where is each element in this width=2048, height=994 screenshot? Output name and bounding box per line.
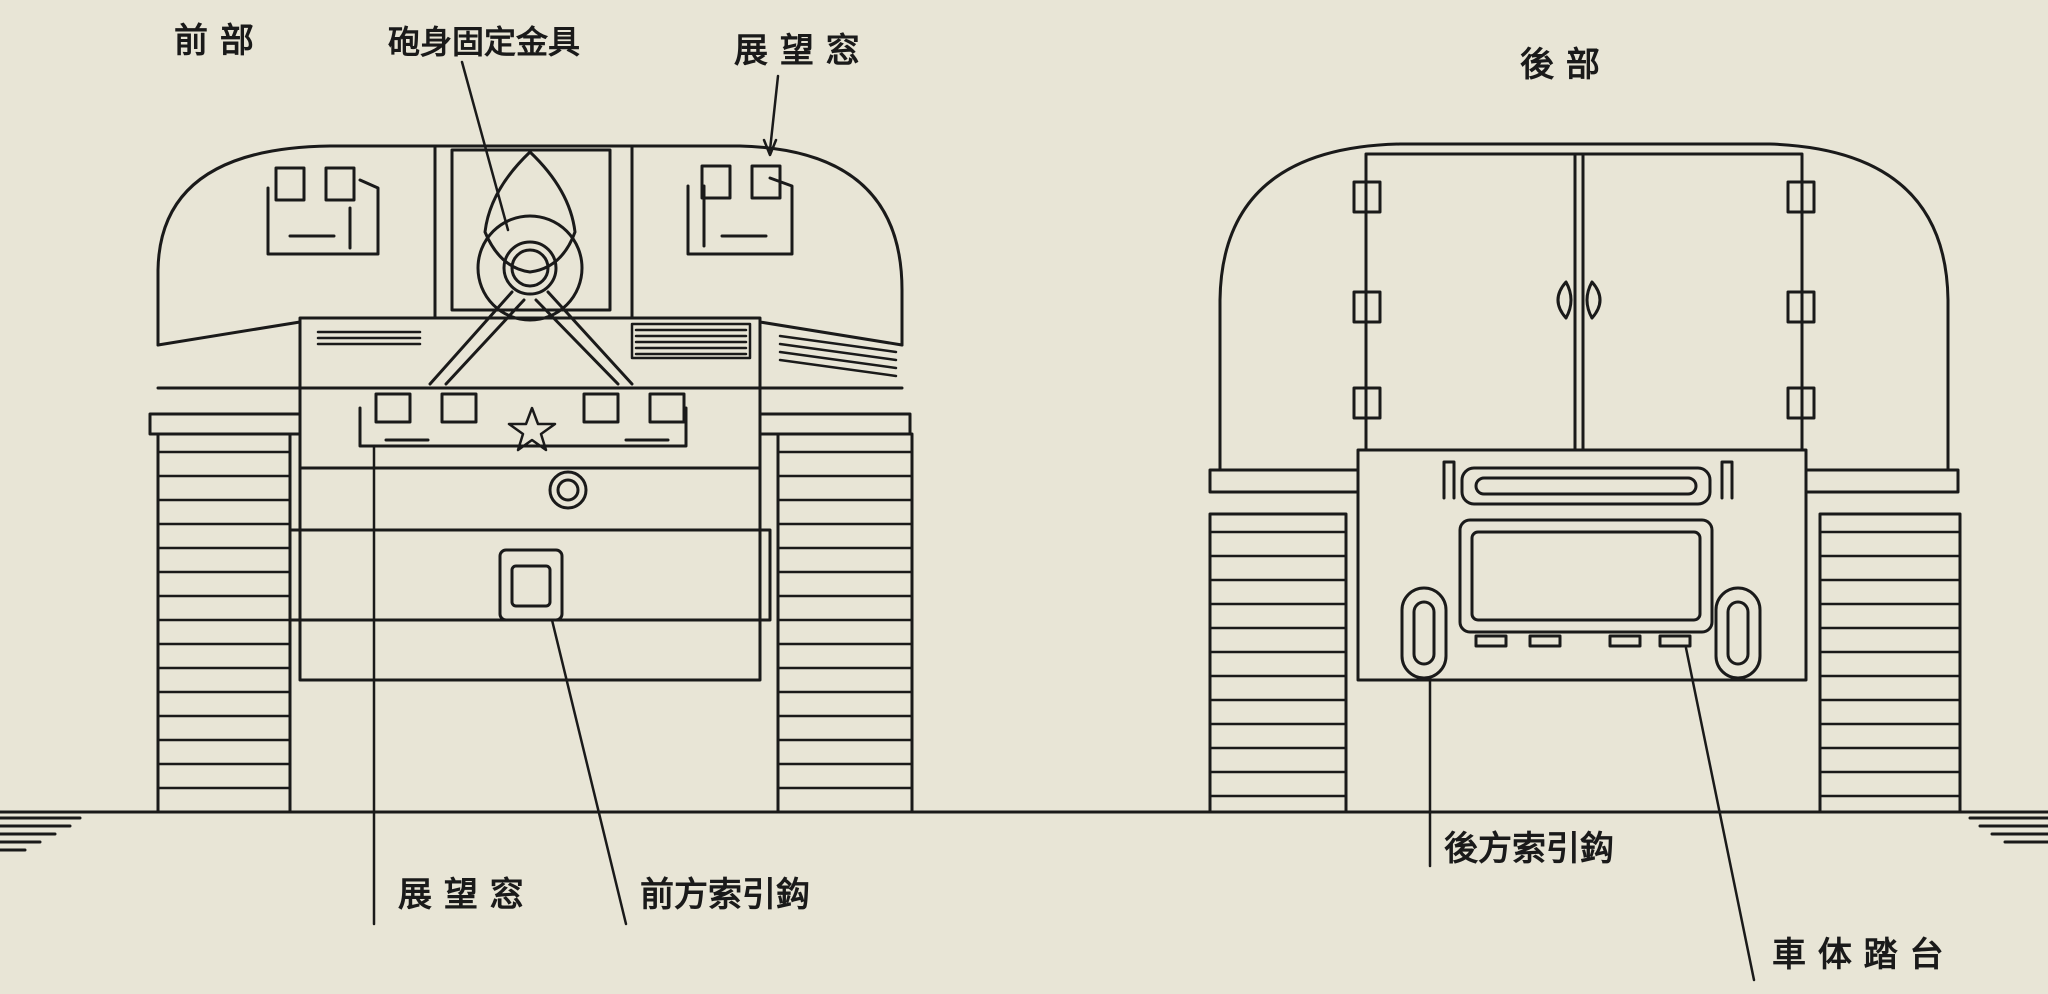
right-fender — [758, 412, 912, 436]
front-lower-hull — [298, 386, 762, 682]
rear-right-fender — [1804, 468, 1960, 494]
step-upper-bar — [1460, 466, 1712, 506]
side-louvers — [778, 334, 898, 378]
rear-tow-hook-right — [1714, 586, 1762, 680]
front-port-inner — [556, 478, 580, 502]
label-vision-window-bottom: 展 望 窓 — [398, 875, 524, 915]
star-emblem — [507, 406, 557, 452]
gun-muzzle-mid — [502, 240, 558, 296]
label-rear-tow-hook: 後方索引鈎 — [1444, 829, 1614, 869]
body-step — [1458, 518, 1714, 634]
front-right-track — [776, 432, 914, 814]
rear-tow-hook-left — [1400, 586, 1448, 680]
front-title: 前 部 — [174, 21, 254, 61]
front-headlights-left — [266, 166, 380, 256]
hinge-l3 — [1352, 386, 1382, 420]
rear-lower-hull — [1356, 448, 1808, 682]
ground-hatch-right — [1968, 816, 2048, 844]
front-view — [148, 60, 914, 926]
hinge-l2 — [1352, 290, 1382, 324]
rear-title: 後 部 — [1520, 45, 1600, 85]
rear-right-track — [1818, 512, 1962, 814]
body-step-frame — [1442, 460, 1734, 500]
rear-left-track-treads — [1208, 530, 1348, 798]
rear-view — [1208, 142, 1962, 982]
left-vent — [316, 330, 422, 346]
barrel-teardrop — [483, 150, 577, 274]
rear-left-fender — [1208, 468, 1360, 494]
front-hull-dome — [156, 144, 904, 347]
hinge-r3 — [1786, 386, 1816, 420]
front-left-track-treads — [156, 450, 292, 790]
label-vision-window-top: 展 望 窓 — [734, 31, 860, 71]
leader-vision-window-top — [768, 74, 780, 152]
ground-hatch-left — [0, 816, 82, 852]
leader-barrel-clamp — [460, 60, 510, 232]
label-barrel-clamp: 砲身固定金具 — [388, 23, 581, 61]
label-body-step: 車 体 踏 台 — [1772, 935, 1944, 975]
left-fender — [148, 412, 302, 436]
front-headlights-right — [686, 164, 794, 256]
right-vent — [630, 322, 752, 360]
front-right-track-treads — [776, 450, 914, 790]
front-port-outer — [548, 470, 588, 510]
front-tow-hook — [498, 548, 564, 622]
door-handle-right — [1585, 280, 1602, 320]
leader-body-step — [1684, 646, 1756, 982]
leader-front-tow-hook — [550, 618, 628, 926]
barrel-hatch — [450, 148, 612, 312]
hinge-r2 — [1786, 290, 1816, 324]
label-front-tow-hook: 前方索引鈎 — [640, 875, 810, 915]
rear-right-track-treads — [1818, 530, 1962, 798]
hinge-r1 — [1786, 180, 1816, 214]
hinge-l1 — [1352, 180, 1382, 214]
gun-muzzle-inner — [510, 248, 550, 288]
gun-muzzle-outer — [476, 214, 584, 322]
rear-hull-dome — [1218, 142, 1950, 452]
barrel-clamp-struts — [428, 290, 634, 386]
rear-left-track — [1208, 512, 1348, 814]
front-turret-box — [433, 144, 634, 320]
door-handle-left — [1556, 280, 1573, 320]
front-left-track — [156, 432, 292, 814]
